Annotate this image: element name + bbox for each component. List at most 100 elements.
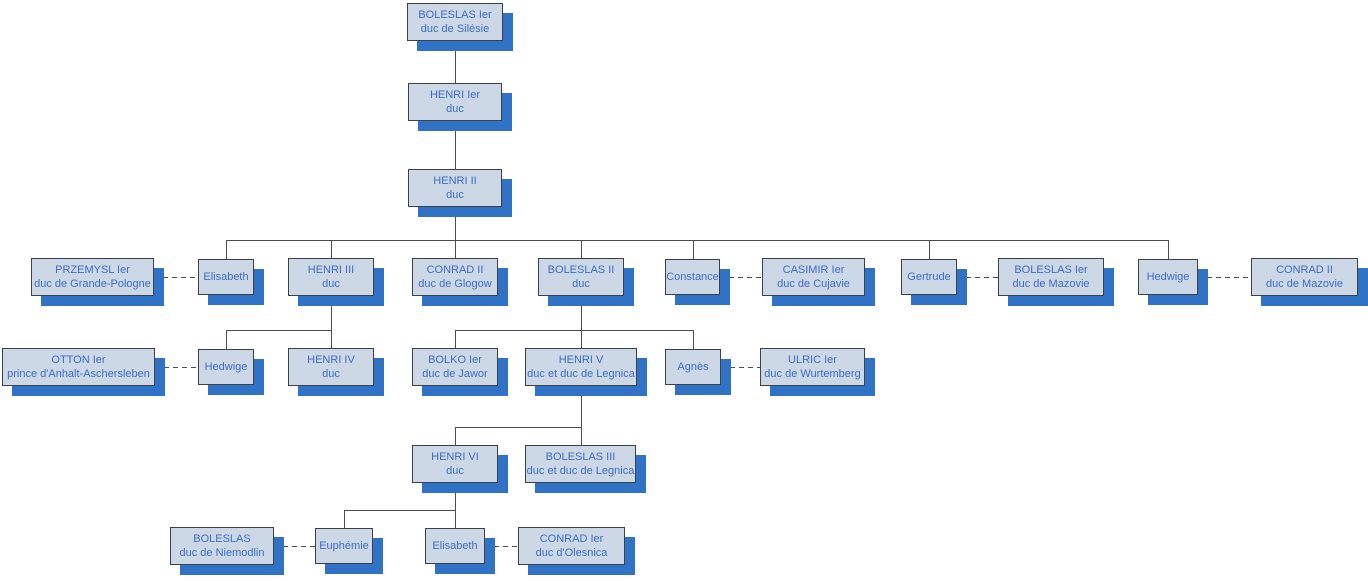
descent-connector-line — [455, 330, 456, 348]
person-title: prince d'Anhalt-Aschersleben — [7, 368, 150, 380]
person-node-henri-ii-duc[interactable]: HENRI II duc — [408, 169, 502, 207]
marriage-dashed-connector — [1198, 277, 1251, 278]
person-title: duc d'Olesnica — [535, 547, 608, 559]
person-title: duc — [446, 189, 464, 201]
person-node-przemysl-ier-duc-de-grande-pologne[interactable]: PRZEMYSL Ier duc de Grande-Pologne — [31, 258, 154, 296]
person-node-elisabeth[interactable]: Elisabeth — [425, 528, 485, 564]
descent-connector-line — [331, 296, 332, 330]
descent-connector-line — [1168, 240, 1169, 259]
person-node-elisabeth[interactable]: Elisabeth — [198, 259, 254, 295]
person-name: HENRI VI — [431, 451, 479, 463]
person-node-conrad-ii-duc-de-glogow[interactable]: CONRAD II duc de Glogow — [412, 258, 498, 296]
person-node-conrad-ii-duc-de-mazovie[interactable]: CONRAD II duc de Mazovie — [1251, 258, 1358, 296]
descent-connector-line — [344, 510, 345, 529]
person-name: CONRAD II — [426, 264, 484, 276]
descent-connector-line — [693, 240, 694, 259]
person-name: CONRAD II — [1276, 264, 1333, 276]
person-name: ULRIC Ier — [788, 354, 837, 366]
person-name: Constance — [666, 271, 719, 283]
person-title: duc — [572, 278, 590, 290]
descent-connector-line — [581, 240, 582, 258]
marriage-dashed-connector — [155, 367, 198, 368]
person-name: HENRI IV — [307, 354, 355, 366]
descent-connector-line — [455, 240, 456, 258]
person-node-henri-vi-duc[interactable]: HENRI VI duc — [412, 445, 498, 483]
person-name: Euphémie — [319, 540, 369, 552]
descent-connector-line — [226, 330, 331, 331]
descent-connector-line — [581, 330, 582, 348]
descent-connector-line — [226, 240, 1168, 241]
marriage-dashed-connector — [957, 277, 998, 278]
descent-connector-line — [929, 240, 930, 259]
person-node-hedwige[interactable]: Hedwige — [198, 349, 254, 385]
person-name: OTTON Ier — [51, 354, 106, 366]
descent-connector-line — [455, 121, 456, 169]
person-title: duc de Cujavie — [777, 278, 850, 290]
person-node-ulric-ier-duc-de-wurtemberg[interactable]: ULRIC Ier duc de Wurtemberg — [760, 348, 865, 386]
marriage-dashed-connector — [154, 277, 198, 278]
descent-connector-line — [331, 240, 332, 258]
descent-connector-line — [455, 330, 693, 331]
person-title: duc et duc de Legnica — [526, 465, 635, 477]
person-name: Hedwige — [204, 361, 248, 373]
marriage-dashed-connector — [721, 367, 760, 368]
person-node-henri-ier-duc[interactable]: HENRI Ier duc — [408, 83, 502, 121]
descent-connector-line — [455, 427, 581, 428]
descent-connector-line — [455, 207, 456, 240]
person-name: Gertrude — [907, 271, 951, 283]
person-name: BOLESLAS II — [547, 264, 615, 276]
person-node-gertrude[interactable]: Gertrude — [901, 259, 957, 295]
person-name: BOLESLAS Ier — [418, 9, 492, 21]
person-node-boleslas-ii-duc[interactable]: BOLESLAS II duc — [538, 258, 624, 296]
person-name: HENRI II — [433, 175, 477, 187]
person-title: duc — [322, 368, 340, 380]
person-name: BOLESLAS III — [545, 451, 616, 463]
person-title: duc — [446, 103, 464, 115]
descent-connector-line — [226, 330, 227, 349]
person-node-boleslas-ier-duc-de-mazovie[interactable]: BOLESLAS Ier duc de Mazovie — [998, 258, 1104, 296]
descent-connector-line — [581, 427, 582, 445]
descent-connector-line — [226, 240, 227, 259]
person-node-henri-iii-duc[interactable]: HENRI III duc — [288, 258, 374, 296]
person-title: duc de Jawor — [422, 368, 488, 380]
person-title: duc de Niemodlin — [179, 547, 265, 559]
person-node-bolko-ier-duc-de-jawor[interactable]: BOLKO Ier duc de Jawor — [412, 348, 498, 386]
person-name: PRZEMYSL Ier — [55, 264, 130, 276]
person-name: Agnès — [677, 361, 709, 373]
person-node-agnes[interactable]: Agnès — [665, 349, 721, 385]
person-node-euphemie[interactable]: Euphémie — [315, 528, 373, 564]
person-title: duc de Grande-Pologne — [34, 278, 151, 290]
person-title: duc — [322, 278, 340, 290]
person-node-constance[interactable]: Constance — [665, 259, 720, 295]
person-name: HENRI Ier — [429, 89, 481, 101]
person-node-boleslas-ier-duc-de-silesie[interactable]: BOLESLAS Ier duc de Silésie — [407, 3, 503, 41]
person-title: duc de Wurtemberg — [764, 368, 861, 380]
person-node-henri-iv-duc[interactable]: HENRI IV duc — [288, 348, 374, 386]
descent-connector-line — [455, 41, 456, 83]
person-name: BOLKO Ier — [428, 354, 482, 366]
descent-connector-line — [344, 510, 455, 511]
person-title: duc de Silésie — [420, 23, 490, 35]
marriage-dashed-connector — [274, 546, 315, 547]
descent-connector-line — [581, 386, 582, 427]
person-node-boleslas-duc-de-niemodlin[interactable]: BOLESLAS duc de Niemodlin — [170, 527, 274, 565]
person-node-otton-ier-prince-d-anhalt-aschersleben[interactable]: OTTON Ier prince d'Anhalt-Aschersleben — [2, 348, 155, 386]
person-name: HENRI III — [307, 264, 355, 276]
person-node-hedwige[interactable]: Hedwige — [1138, 259, 1198, 295]
person-name: Elisabeth — [203, 271, 249, 283]
person-name: Elisabeth — [432, 540, 478, 552]
person-title: duc de Mazovie — [1265, 278, 1344, 290]
person-name: BOLESLAS Ier — [1014, 264, 1088, 276]
person-title: duc de Glogow — [418, 278, 492, 290]
descent-connector-line — [581, 296, 582, 330]
person-title: duc de Mazovie — [1012, 278, 1090, 290]
person-name: BOLESLAS — [193, 533, 251, 545]
person-title: duc et duc de Legnica — [527, 368, 635, 380]
marriage-dashed-connector — [720, 277, 762, 278]
person-node-boleslas-iii-duc-et-duc-de-legnica[interactable]: BOLESLAS III duc et duc de Legnica — [525, 445, 636, 483]
person-title: duc — [446, 465, 464, 477]
